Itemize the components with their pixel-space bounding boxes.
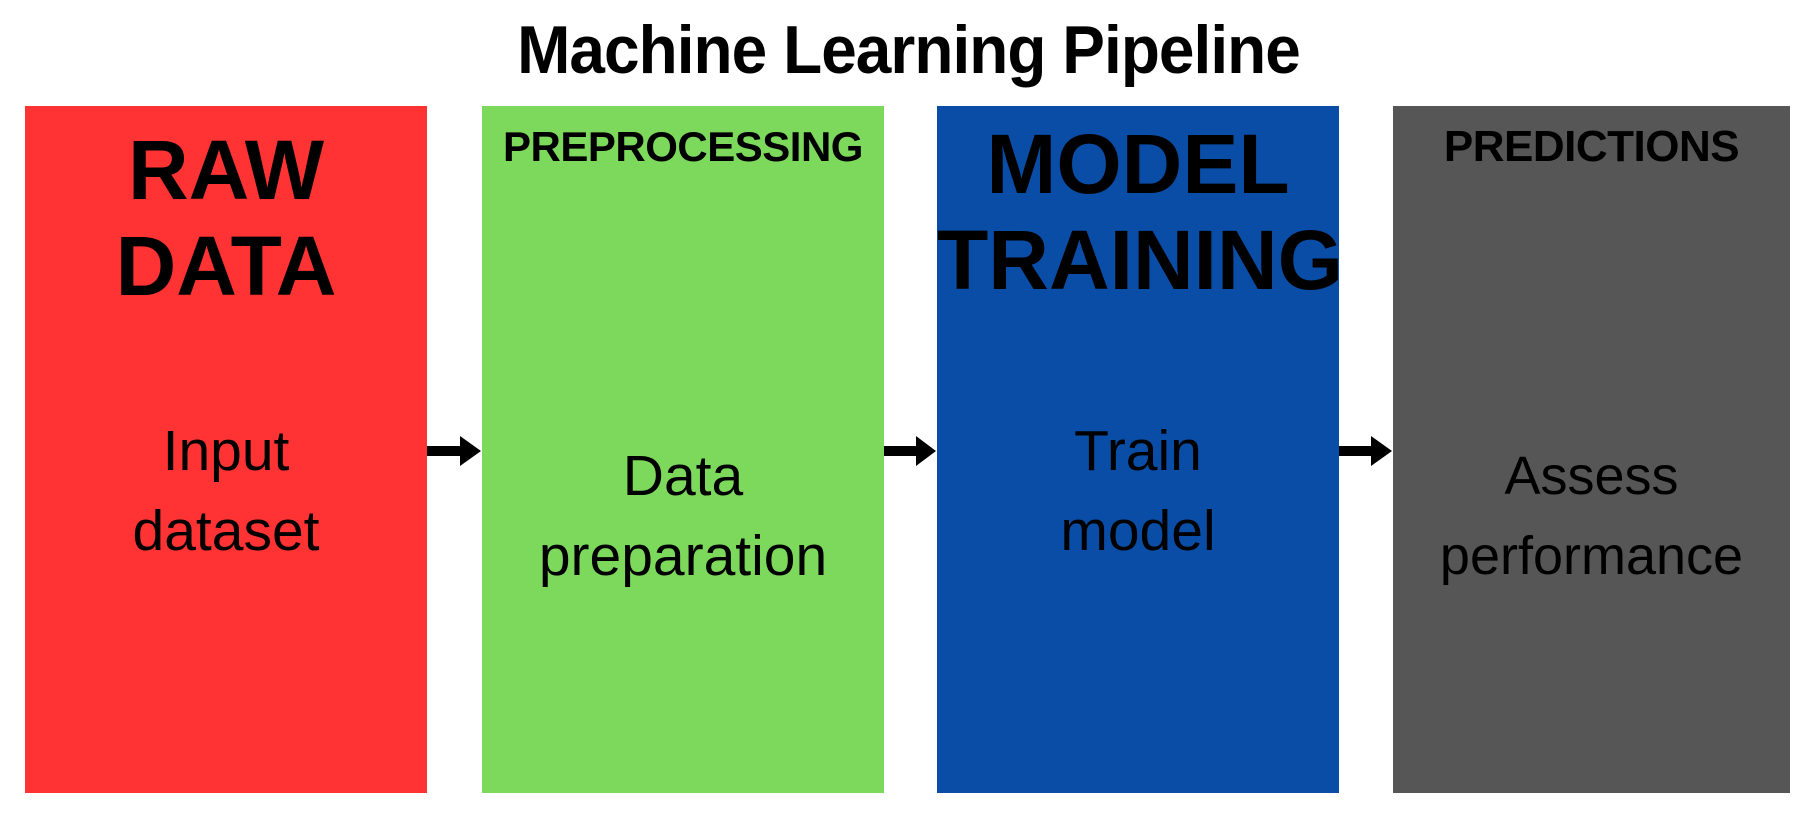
- arrow-right-icon: [427, 432, 482, 470]
- stage-box-raw-data[interactable]: RAW DATA Input dataset: [25, 106, 427, 793]
- stage-header-predictions: PREDICTIONS: [1443, 122, 1740, 171]
- stage-box-model-training[interactable]: MODEL TRAINING Train model: [937, 106, 1343, 793]
- stage-box-preprocessing[interactable]: PREPROCESSING Data preparation: [482, 106, 884, 793]
- stage-header-model-training: MODEL TRAINING: [937, 117, 1343, 307]
- stage-description-preprocessing: Data preparation: [538, 444, 828, 588]
- stage-header-raw-data: RAW DATA: [115, 123, 337, 313]
- stage-description-model-training: Train model: [1060, 419, 1216, 563]
- page-title: Machine Learning Pipeline: [517, 12, 1301, 88]
- stage-box-predictions[interactable]: PREDICTIONS Assess performance: [1393, 106, 1790, 793]
- arrow-right-icon: [1339, 432, 1393, 470]
- stage-description-predictions: Assess performance: [1439, 446, 1744, 586]
- arrow-right-icon: [884, 432, 937, 470]
- stage-header-preprocessing: PREPROCESSING: [503, 123, 863, 170]
- stage-description-raw-data: Input dataset: [132, 419, 320, 563]
